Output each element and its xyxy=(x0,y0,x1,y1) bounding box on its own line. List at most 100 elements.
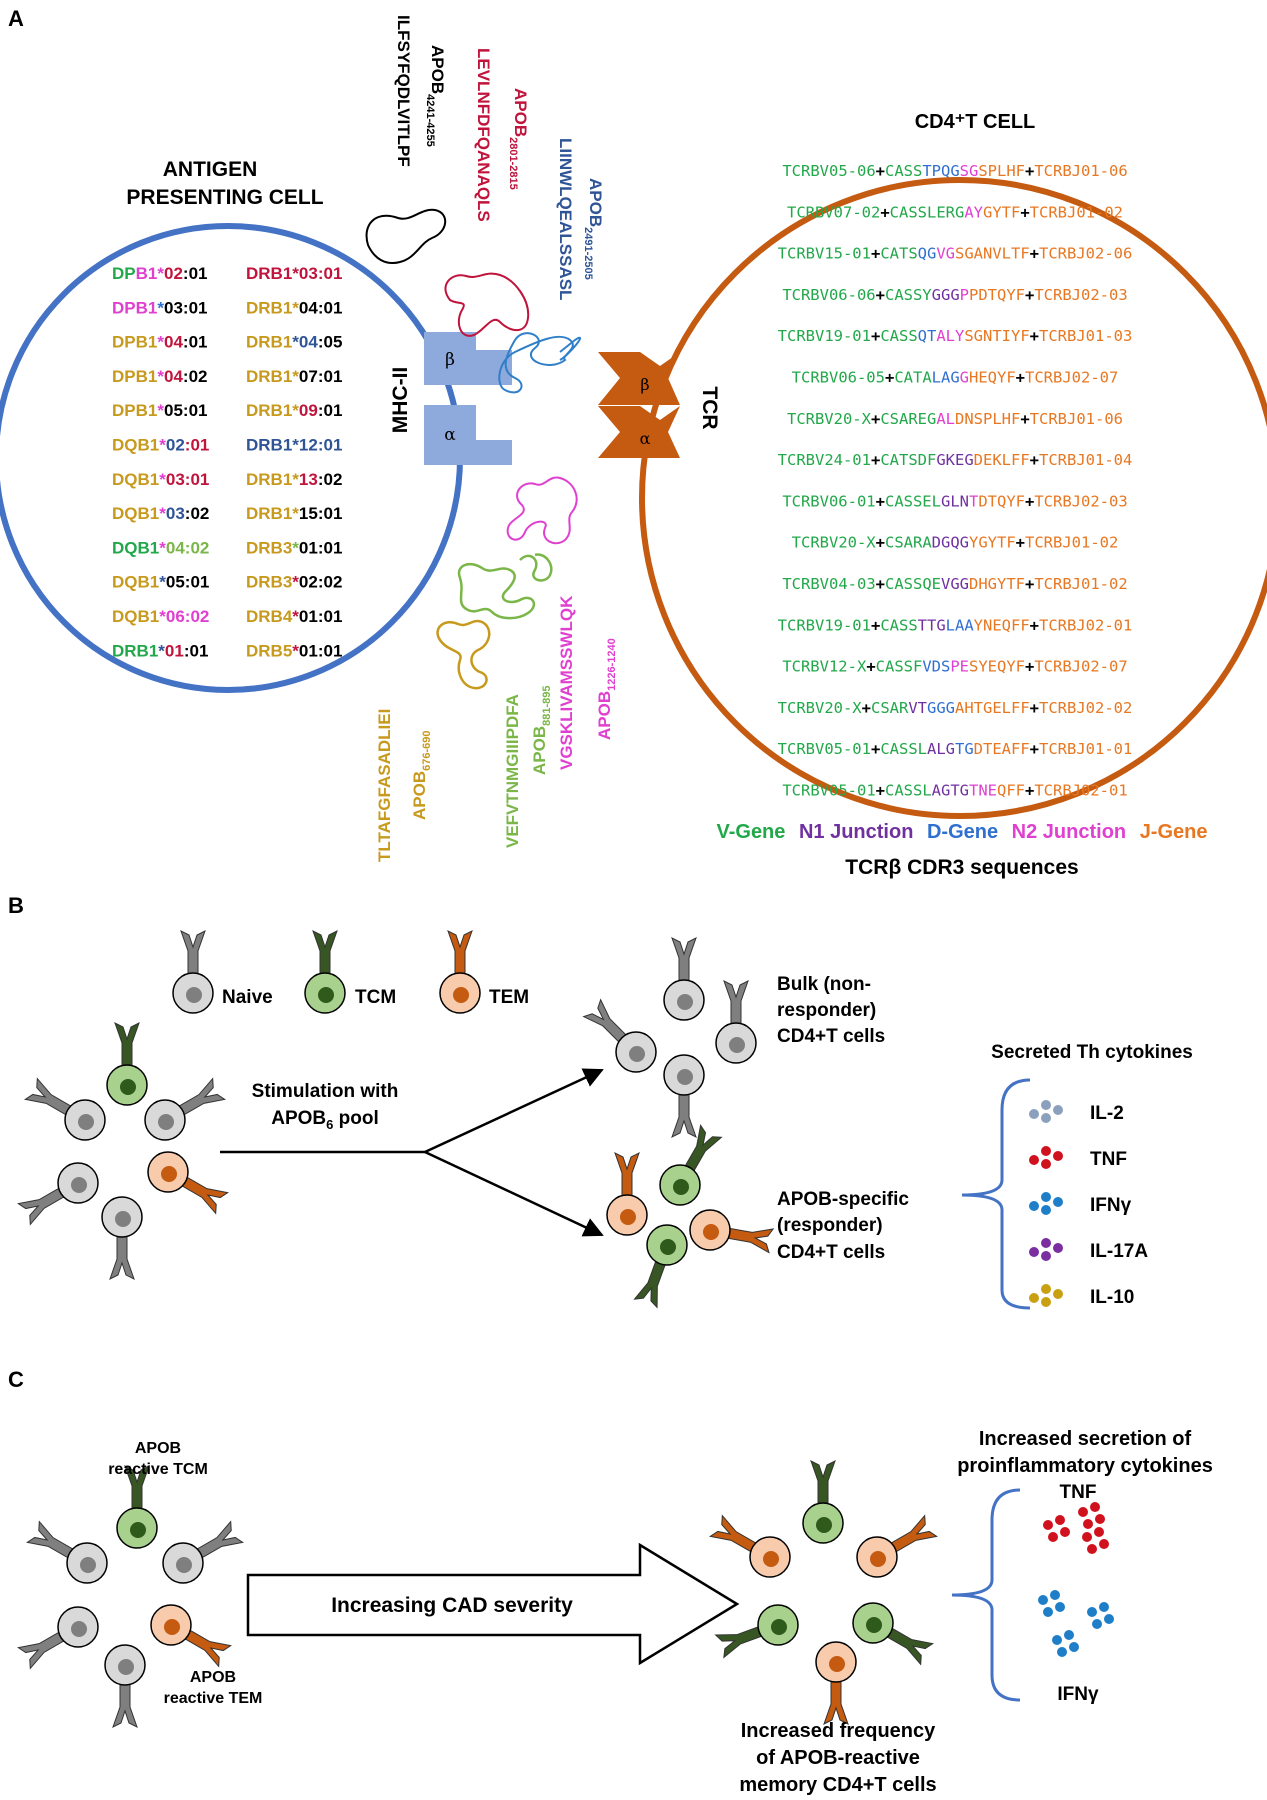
cad-severity-arrow xyxy=(246,1542,740,1666)
ifn-dot-4 xyxy=(1087,1607,1097,1617)
peptide-shape-red xyxy=(444,272,530,337)
arrow-to-responder xyxy=(424,1150,604,1237)
baseline-cell-5 xyxy=(150,1604,232,1668)
apc-title-line1: ANTIGEN xyxy=(163,158,258,181)
peptide-apob-label-0: APOB4241-4255 xyxy=(424,45,447,147)
tcm-note-line1: APOB xyxy=(135,1440,181,1457)
ifn-dot-11 xyxy=(1057,1647,1067,1657)
cad-severity-label: Increasing CAD severity xyxy=(331,1594,573,1617)
tnf-dot-1 xyxy=(1090,1502,1100,1512)
peptide-apob-label-2: APOB2491-2505 xyxy=(582,178,605,280)
mhc-alpha-symbol: α xyxy=(444,425,456,445)
allele-right-5: DRB1*12:01 xyxy=(246,436,342,455)
cdr3-row-5: TCRBV06-05+CATALAGGHEQYF+TCRBJ02-07 xyxy=(792,369,1119,387)
tnf-dot-0 xyxy=(1078,1507,1088,1517)
cytokine-brace-b xyxy=(961,1078,1031,1310)
peptide-shape-gold xyxy=(436,619,491,690)
legend-n2-junction: N2 Junction xyxy=(1012,821,1126,843)
tnf-dot-8 xyxy=(1082,1532,1092,1542)
cdr3-row-2: TCRBV15-01+CATSQGVGSGANVLTF+TCRBJ02-06 xyxy=(778,245,1133,263)
peptide-shape-blue xyxy=(498,332,582,394)
legend-n1-junction: N1 Junction xyxy=(799,821,913,843)
cdr3-caption: TCRβ CDR3 sequences xyxy=(845,856,1078,879)
tnf-dot-6 xyxy=(1060,1527,1070,1537)
allele-right-6: DRB1*13:02 xyxy=(246,470,342,489)
allele-right-1: DRB1*04:01 xyxy=(246,298,342,317)
peptide-apob-label-3: APOB1226-1240 xyxy=(595,638,618,740)
allele-left-4: DPB1*05:01 xyxy=(112,401,207,420)
allele-left-9: DQB1*05:01 xyxy=(112,573,209,592)
allele-left-5: DQB1*02:01 xyxy=(112,436,209,455)
tcm-note-line2: reactive TCM xyxy=(108,1461,208,1478)
bulk-label-line2: responder) xyxy=(777,1000,876,1021)
secretion-title-line1: Increased secretion of xyxy=(979,1428,1192,1450)
allele-left-10: DQB1*06:02 xyxy=(112,607,209,626)
peptide-shape-magenta xyxy=(506,476,578,545)
cytokine-4: IL-10 xyxy=(1029,1284,1134,1308)
ifn-dot-7 xyxy=(1092,1619,1102,1629)
severe-cell-0 xyxy=(802,1460,844,1544)
apc-title-line2: PRESENTING CELL xyxy=(126,186,323,209)
responder-label-line2: (responder) xyxy=(777,1215,883,1236)
gene-segment-legend: V-Gene N1 Junction D-Gene N2 Junction J-… xyxy=(716,821,1207,843)
cdr3-row-7: TCRBV24-01+CATSDFGKEGDEKLFF+TCRBJ01-04 xyxy=(778,451,1133,469)
cytokine-label-4: IL-10 xyxy=(1090,1287,1134,1308)
allele-right-9: DRB3*02:02 xyxy=(246,573,342,592)
panel-c-cells xyxy=(17,1460,938,1728)
bulk-cell-1 xyxy=(582,998,657,1073)
mhc-beta-symbol: β xyxy=(445,350,455,370)
baseline-cell-2 xyxy=(162,1520,244,1584)
stimulation-label-line1: Stimulation with xyxy=(252,1081,399,1102)
severe-cell-4 xyxy=(815,1641,857,1725)
pool-cell-5 xyxy=(147,1151,229,1215)
legend-naive-cell xyxy=(172,930,214,1014)
severe-cell-1 xyxy=(709,1514,791,1578)
cytokine-brace-c xyxy=(951,1488,1021,1702)
tnf-dot-3 xyxy=(1083,1519,1093,1529)
cdr3-sequence-list: TCRBV05-06+CASSTPQGSGSPLHF+TCRBJ01-06TCR… xyxy=(778,162,1133,800)
ifn-dot-10 xyxy=(1069,1642,1079,1652)
allele-left-3: DPB1*04:02 xyxy=(112,367,207,386)
tnf-dot-9 xyxy=(1094,1527,1104,1537)
tcr-beta-symbol: β xyxy=(640,375,649,394)
allele-left-6: DQB1*03:01 xyxy=(112,470,209,489)
mhc-beta-chain xyxy=(424,332,512,385)
baseline-cell-0 xyxy=(116,1465,158,1549)
mhc-alpha-chain xyxy=(424,405,512,465)
allele-right-4: DRB1*09:01 xyxy=(246,401,342,420)
cdr3-row-3: TCRBV06-06+CASSYGGGPPDTQYF+TCRBJ02-03 xyxy=(782,286,1127,304)
peptide-apob-label-5: APOB676-690 xyxy=(410,731,433,821)
tcr-molecule: β α TCR xyxy=(598,352,721,458)
ifn-dot-8 xyxy=(1052,1635,1062,1645)
tcr-label: TCR xyxy=(698,386,721,429)
bulk-cell-0 xyxy=(663,937,705,1021)
bulk-cell-2 xyxy=(663,1054,705,1138)
frequency-label-line1: Increased frequency xyxy=(741,1720,936,1742)
pool-cell-1 xyxy=(24,1077,106,1141)
cytokine-3: IL-17A xyxy=(1029,1238,1148,1262)
tem-note-line2: reactive TEM xyxy=(164,1690,263,1707)
baseline-cell-1 xyxy=(26,1520,108,1584)
cdr3-row-15: TCRBV05-01+CASSLAGTGTNEQFF+TCRBJ02-01 xyxy=(782,782,1127,800)
ifn-dot-6 xyxy=(1104,1614,1114,1624)
cytokine-label-0: IL-2 xyxy=(1090,1103,1124,1124)
peptide-sequence-1: LEVLNFDFQANAQLS xyxy=(474,48,493,222)
allele-right-0: DRB1*03:01 xyxy=(246,264,342,283)
allele-left-11: DRB1*01:01 xyxy=(112,641,208,660)
cdr3-row-9: TCRBV20-X+CSARADGQGYGYTF+TCRBJ01-02 xyxy=(792,534,1119,552)
frequency-label-line3: memory CD4+T cells xyxy=(739,1774,936,1796)
responder-label-line1: APOB-specific xyxy=(777,1189,909,1210)
cdr3-row-14: TCRBV05-01+CASSLALGTGDTEAFF+TCRBJ01-01 xyxy=(778,740,1133,758)
panel-label-c: C xyxy=(8,1367,24,1392)
peptide-sequence-5: TLTAFGFASADLIEI xyxy=(375,709,394,862)
allele-left-7: DQB1*03:02 xyxy=(112,504,209,523)
cdr3-row-8: TCRBV06-01+CASSELGLNTDTQYF+TCRBJ02-03 xyxy=(782,492,1127,510)
responder-label-line3: CD4+T cells xyxy=(777,1242,885,1263)
mhc-ii-molecule: β α MHC-II xyxy=(389,332,512,465)
mhc-ii-label: MHC-II xyxy=(389,367,412,434)
tnf-dot-11 xyxy=(1087,1544,1097,1554)
allele-left-1: DPB1*03:01 xyxy=(112,298,207,317)
cd4-cell-circle xyxy=(639,177,1267,819)
tnf-dot-2 xyxy=(1095,1514,1105,1524)
